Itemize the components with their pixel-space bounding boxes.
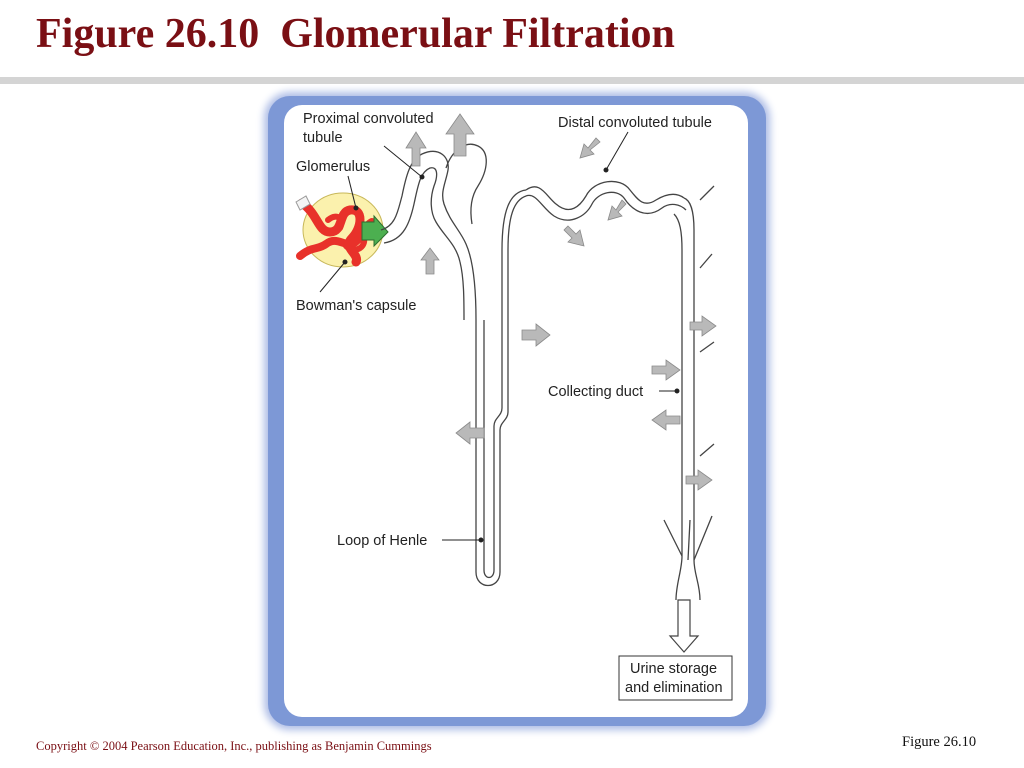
transport-arrow <box>607 199 627 221</box>
slide-title: Figure 26.10 Glomerular Filtration <box>36 11 675 57</box>
transport-arrow <box>445 113 475 157</box>
label-loop-of-henle: Loop of Henle <box>337 533 427 549</box>
transport-arrow <box>563 225 585 247</box>
label-collecting-duct: Collecting duct <box>548 384 643 400</box>
label-proximal-line2: tubule <box>303 130 343 146</box>
loop-of-henle <box>475 189 527 587</box>
label-distal-tubule: Distal convoluted tubule <box>558 115 712 131</box>
copyright-notice: Copyright © 2004 Pearson Education, Inc.… <box>36 739 432 753</box>
proximal-convoluted-tubule <box>380 143 487 321</box>
transport-arrow <box>420 247 440 275</box>
label-glomerulus: Glomerulus <box>296 159 370 175</box>
urine-flow-arrow <box>668 599 700 653</box>
afferent-arteriole-end <box>295 195 311 211</box>
filtration-arrow <box>361 214 389 248</box>
transport-arrow <box>685 469 713 491</box>
distal-convoluted-tubule <box>525 180 687 221</box>
title-divider <box>0 77 1024 84</box>
transport-arrow <box>455 421 485 445</box>
label-urine-line2: and elimination <box>625 680 723 696</box>
leader-lines <box>319 131 680 543</box>
transport-arrow <box>651 409 681 431</box>
transport-arrow <box>579 137 601 159</box>
transport-arrow <box>651 359 681 381</box>
label-bowmans-capsule: Bowman's capsule <box>296 298 416 314</box>
label-proximal-line1: Proximal convoluted <box>303 111 434 127</box>
collecting-duct <box>663 185 715 601</box>
label-urine-line1: Urine storage <box>630 661 717 677</box>
transport-arrow <box>405 131 427 167</box>
figure-number: Figure 26.10 <box>902 734 977 750</box>
transport-arrow <box>521 323 551 347</box>
transport-arrow <box>689 315 717 337</box>
transport-arrows <box>405 113 717 491</box>
urine-storage-box <box>618 655 733 701</box>
